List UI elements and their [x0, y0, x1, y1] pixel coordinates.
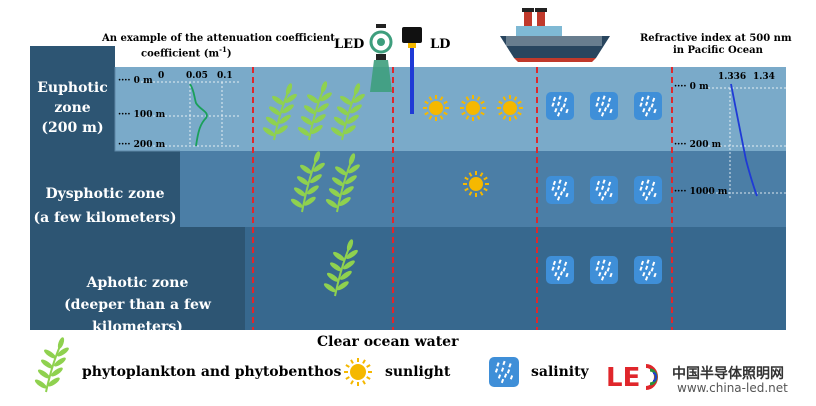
legend-plankton-label: phytoplankton and phytobenthos — [82, 364, 342, 380]
sunlight-group — [423, 95, 523, 197]
left-x-tick-2: 0.1 — [217, 71, 233, 81]
plankton-icon — [323, 239, 358, 297]
plankton-icon — [330, 83, 365, 141]
right-chart-grid — [708, 87, 786, 200]
salinity-icon — [634, 92, 662, 120]
legend-sunlight-label: sunlight — [385, 364, 451, 380]
aphotic-label: Aphotic zone (deeper than a few kilomete… — [64, 275, 211, 335]
dysphotic-band — [180, 151, 786, 227]
logo-cn-text: 中国半导体照明网 — [672, 366, 784, 382]
ld-label: LD — [430, 37, 451, 52]
euphotic-label: Euphotic zone (200 m) — [37, 80, 108, 136]
legend-icons — [34, 337, 519, 393]
legend-salinity-label: salinity — [531, 364, 589, 380]
dysphotic-label: Dysphotic zone (a few kilometers) — [33, 186, 177, 226]
salinity-icon — [546, 176, 574, 204]
attenuation-title: An example of the attenuation coefficien… — [102, 33, 335, 44]
coefficient-word: coefficient — [141, 48, 201, 60]
plankton-icon — [325, 153, 360, 213]
led-label: LED — [334, 37, 365, 52]
svg-text:LE: LE — [606, 363, 640, 393]
attenuation-title-unit: coefficient (m-1) — [141, 45, 232, 60]
right-y-tick-0: ···· 0 m — [674, 82, 709, 92]
sun-icon — [497, 95, 523, 121]
salinity-icon — [634, 176, 662, 204]
salinity-group — [546, 92, 662, 284]
plankton-icon — [297, 81, 332, 141]
left-y-tick-0: ···· 0 m — [118, 76, 153, 86]
legend-plankton-icon — [34, 337, 69, 393]
attenuation-curve — [189, 83, 208, 147]
left-y-tick-1: ···· 100 m — [118, 110, 166, 120]
left-y-tick-2: ···· 200 m — [118, 140, 166, 150]
logo-url: www.china-led.net — [677, 381, 788, 395]
ship-icon — [500, 8, 610, 62]
euphotic-band — [115, 67, 786, 151]
salinity-icon — [634, 256, 662, 284]
right-x-tick-1: 1.34 — [753, 72, 775, 82]
refractive-subtitle: in Pacific Ocean — [673, 45, 763, 56]
salinity-icon — [546, 256, 574, 284]
ld-icon — [402, 27, 422, 114]
plankton-group — [262, 81, 365, 297]
right-y-tick-1: ···· 200 m — [674, 140, 722, 150]
refractive-title: Refractive index at 500 nm — [640, 33, 792, 44]
sun-icon — [463, 171, 489, 197]
salinity-icon — [546, 92, 574, 120]
plankton-icon — [262, 83, 297, 141]
left-x-tick-0: 0 — [158, 71, 165, 81]
right-x-tick-0: 1.336 — [718, 72, 747, 82]
sun-icon — [460, 95, 486, 121]
legend-salinity-icon — [489, 357, 519, 387]
bottom-caption: Clear ocean water — [317, 334, 459, 350]
plankton-icon — [290, 151, 325, 213]
legend-sunlight-icon — [344, 358, 372, 386]
left-x-tick-1: 0.05 — [186, 71, 208, 81]
salinity-icon — [590, 92, 618, 120]
logo-mark: LE — [606, 363, 658, 393]
led-icon — [369, 24, 393, 92]
salinity-icon — [590, 256, 618, 284]
zone-dividers — [252, 67, 673, 330]
aphotic-band — [245, 227, 786, 330]
left-chart-grid — [137, 81, 240, 147]
salinity-icon — [590, 176, 618, 204]
sun-icon — [423, 95, 449, 121]
seabed-cliff — [30, 46, 245, 330]
refractive-index-curve — [730, 83, 758, 197]
right-y-tick-2: ···· 1000 m — [674, 187, 728, 197]
